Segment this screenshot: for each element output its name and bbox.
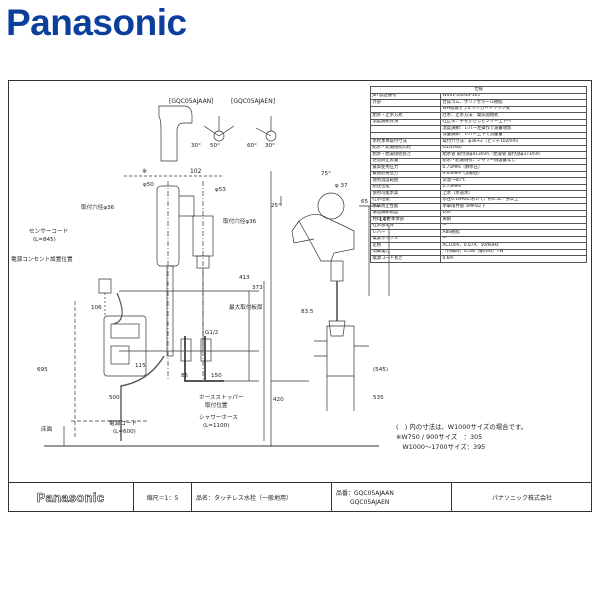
label-outlet: 電源コンセント設置位置 [11,255,73,263]
title-company: パナソニック株式会社 [491,495,552,502]
label-413: 413 [239,275,250,281]
label-115: 115 [135,363,146,369]
title-logo: Panasonic [8,483,134,512]
label-power-cord: 電源コード [109,419,137,427]
spec-value: 0.6m [440,255,587,263]
model-top-2: [GQC05AJAEN] [231,98,275,105]
label-65: 65 [361,199,369,205]
label-60deg: 60° [247,143,257,149]
label-sensor-len: (L=845) [33,237,56,243]
label-695: 695 [37,367,48,373]
label-power-len: (L=600) [113,429,136,435]
label-30deg: 30° [191,143,201,149]
drawing-sheet: [GQC05AJAAN] [GQC05AJAEN] 30° 50° 60° 30… [8,80,592,512]
label-83: 83.5 [301,309,314,315]
spec-value: 吐水：止水方法 電気開閉式 [440,112,587,120]
spec-key: 電源コード長さ [370,255,441,263]
label-hose-stopper-pos: 取付位置 [205,401,228,409]
spout [298,214,355,262]
label-106: 106 [91,305,102,311]
faucet-top-view [158,105,193,162]
outlet [98,278,112,294]
control-box [103,315,147,377]
label-g12: G1/2 [205,330,218,336]
sensor-cord-line [120,355,165,441]
label-102: 102 [190,168,202,175]
label-x: ※ [142,168,147,175]
note-line: ※W750 / 900サイズ ：305 [396,433,483,441]
title-block: Panasonic 縮尺＝1：5 品名：タッチレス水栓（一般地用） 品番：GQC… [8,482,592,512]
title-model-1: GQC05AJAAN [354,489,394,497]
label-500: 500 [109,395,120,401]
label-shower-len: (L=1100) [203,423,229,429]
supply-pipe-cold [184,336,224,382]
spec-row: 給水・止水方式吐水：止水方法 電気開閉式 [370,112,587,120]
note-line: ( ) 内の寸法は、W1000サイズの場合です。 [396,423,528,431]
title-models: 品番：GQC05AJAAN GQC05AJAEN [332,483,452,512]
label-420: 420 [273,397,284,403]
technical-drawing: [GQC05AJAAN] [GQC05AJAEN] 30° 50° 60° 30… [11,98,390,447]
spec-value: 合成ゴム、ポリアセタール樹脂 [440,99,587,107]
spec-value: 吐止水：手をかざしセンサー上下へ [440,118,587,126]
label-545: (545) [373,367,388,373]
spout-head [317,192,345,220]
spec-value: W001-20033-165 [440,92,587,100]
label-150: 150 [211,373,222,379]
spec-row: WH低減セラミックカートリッジ式 [370,105,587,113]
label-50deg: 50° [210,143,220,149]
spec-row: 温度調節方法吐止水：手をかざしセンサー上下へ [370,118,587,126]
label-floor: 床面 [41,425,53,433]
label-phi37: φ 37 [335,183,348,189]
label-sensor-cord: センサーコード [29,228,68,235]
label-hose-stopper: ホースストッパー [199,394,244,401]
spec-title: 仕様 [370,86,587,94]
brand-logo: Panasonic [6,2,187,43]
under-sink-valve [326,325,355,377]
spec-value: WH低減セラミックカートリッジ式 [440,105,587,113]
label-shower-hose: シャワーホース [199,414,238,421]
label-25deg: 25° [271,203,281,209]
label-max-thickness: 最大取付板厚 [229,303,263,311]
label-75deg: 75° [321,171,331,177]
label-phi53: φ53 [215,187,226,193]
spec-row: 外部合成ゴム、ポリアセタール樹脂 [370,99,587,107]
title-model-2: GQC05AJAEN [350,498,390,506]
title-model-label: 品番 [336,489,349,497]
label-373: 373 [252,285,263,291]
label-30deg-b: 30° [265,143,275,149]
label-hole-right: 取付穴径φ36 [223,217,257,225]
note-line: W1000～1700サイズ：395 [396,443,486,451]
label-85: 85 [181,373,189,379]
notes: ( ) 内の寸法は、W1000サイズの場合です。 ※W750 / 900サイズ … [396,422,527,452]
title-product: 品名：タッチレス水栓（一般地用） [192,483,332,512]
label-phi50: φ50 [143,182,154,188]
model-top-1: [GQC05AJAAN] [169,98,214,105]
label-hole-left: 取付穴径φ36 [81,203,115,211]
title-scale: 縮尺＝1：5 [134,483,192,512]
label-535: 535 [373,395,384,401]
